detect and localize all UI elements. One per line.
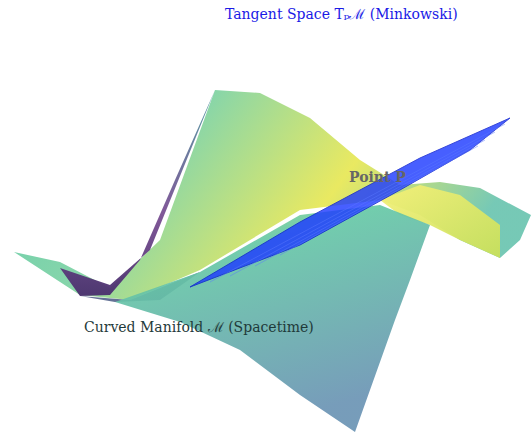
manifold-surface	[14, 90, 531, 432]
grid-line	[210, 124, 505, 282]
plane-title: Tangent Space Tₚℳ (Minkowski)	[225, 6, 458, 23]
surface-purple-fold	[60, 90, 215, 296]
tangent-plane	[190, 118, 510, 287]
tangent-plane-fill	[190, 118, 510, 287]
grid-line	[255, 140, 485, 266]
tangent-plane-grid	[210, 124, 505, 282]
grid-line	[230, 132, 495, 276]
grid-line	[280, 146, 478, 255]
point-label: Point P	[349, 169, 406, 186]
manifold-label: Curved Manifold ℳ (Spacetime)	[84, 319, 314, 336]
